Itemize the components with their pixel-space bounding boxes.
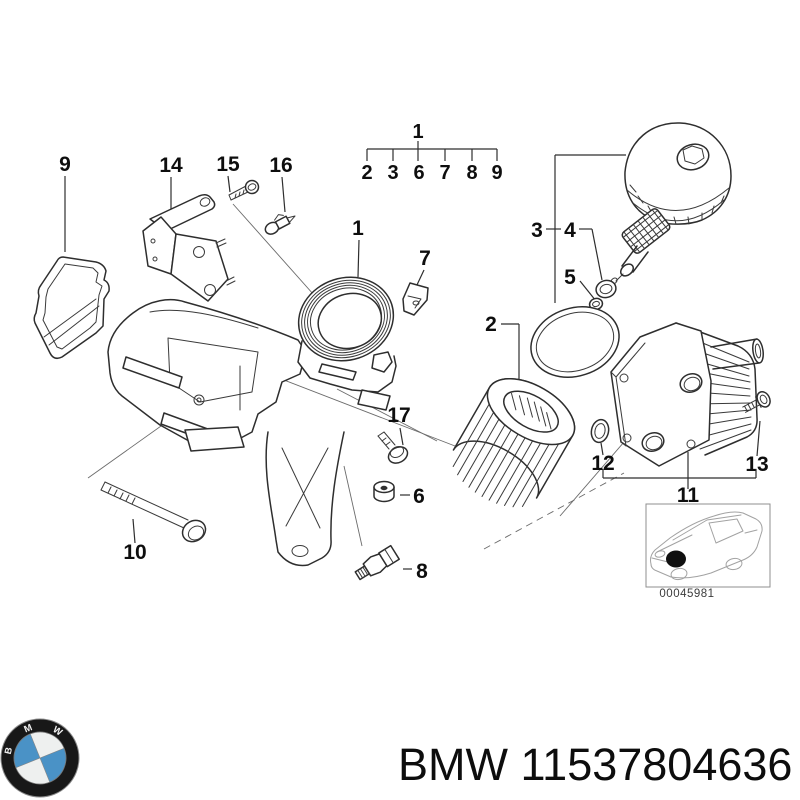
footer: B M W BMW 11537804636 (0, 718, 792, 798)
part-oil-cooler: 12 13 11 (591, 322, 769, 507)
legend-item-label: 9 (491, 162, 502, 184)
callout-small-sensor: 16 (269, 154, 292, 177)
part-cooler-fitting (742, 391, 771, 413)
part-bracket-bolt: 15 (216, 153, 260, 201)
callout-blanking-plug: 6 (413, 485, 425, 508)
part-cover-oring (595, 279, 617, 299)
callout-cooler-oring: 12 (591, 452, 614, 475)
thumbnail-code: 00045981 (659, 588, 714, 600)
legend-item-label: 8 (466, 162, 477, 184)
callout-oil-cooler: 11 (677, 484, 700, 507)
legend-item-label: 7 (439, 162, 450, 184)
callout-long-bolt: 10 (123, 541, 146, 564)
part-gasket: 9 (33, 153, 110, 360)
part-filter-housing: 1 (107, 217, 397, 567)
callout-filter-element: 2 (485, 313, 497, 336)
callout-clip: 7 (419, 247, 431, 270)
legend-item-label: 3 (387, 162, 398, 184)
callout-cooler-bolt: 17 (387, 404, 410, 427)
part-number-text: BMW 11537804636 (398, 739, 792, 790)
callout-filter-housing: 1 (352, 217, 364, 240)
callout-bracket-bolt: 15 (216, 153, 240, 176)
callout-gasket: 9 (59, 153, 71, 176)
part-filter-cover: 3 4 5 (531, 122, 732, 303)
callout-cover-oring: 4 (564, 219, 576, 242)
callout-pressure-switch: 8 (416, 560, 428, 583)
callout-mount-bracket: 14 (159, 154, 183, 177)
legend-parent-label: 1 (412, 121, 423, 143)
part-long-bolt: 10 (100, 481, 207, 564)
callout-shaft-oring: 5 (564, 266, 576, 289)
logo-letter-m: M (22, 722, 34, 735)
callout-filter-cover: 3 (531, 219, 543, 242)
part-cooler-bolt: 17 (377, 404, 411, 464)
logo-letter-b: B (3, 746, 15, 755)
vehicle-thumbnail: 00045981 (645, 503, 771, 600)
bmw-logo: B M W (0, 718, 80, 798)
legend-item-label: 6 (413, 162, 424, 184)
part-blanking-plug: 6 (373, 480, 425, 508)
part-mount-bracket: 14 (142, 154, 236, 302)
thumbnail-frame (645, 503, 771, 588)
part-cooler-oring (590, 418, 610, 444)
part-clip: 7 (402, 247, 431, 316)
part-small-sensor: 16 (264, 154, 296, 235)
car-outline-drawing (650, 511, 763, 581)
callout-cooler-fitting: 13 (745, 453, 768, 476)
legend-group: 1 2 3 6 7 8 9 (361, 121, 502, 184)
part-location-dot (666, 550, 686, 568)
legend-item-label: 2 (361, 162, 372, 184)
part-pressure-switch: 8 (354, 544, 428, 583)
part-filter-element: 2 (452, 306, 620, 508)
